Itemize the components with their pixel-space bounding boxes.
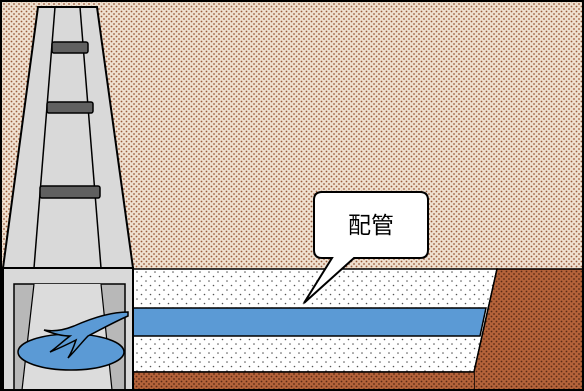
- step-rung-icon: [46, 101, 94, 114]
- pipe: [129, 307, 487, 337]
- water-splash-icon: [43, 311, 129, 359]
- callout-label: 配管: [348, 213, 394, 239]
- step-rung-icon: [51, 41, 89, 54]
- callout-bubble: [303, 191, 429, 304]
- chamber-cone-right: [100, 283, 113, 391]
- step-rung-icon: [39, 185, 101, 199]
- chamber-cone-left: [21, 283, 35, 391]
- dark-soil-bottom: [130, 372, 474, 390]
